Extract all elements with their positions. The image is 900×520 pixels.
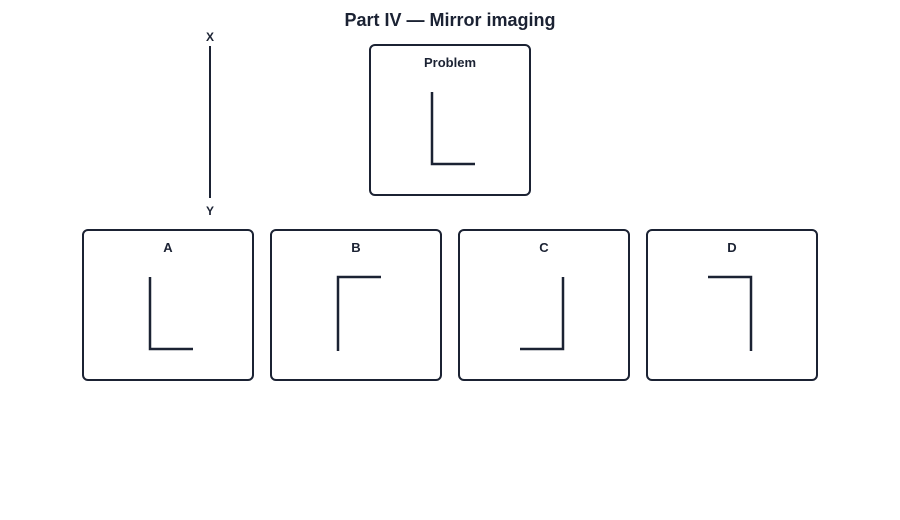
option-d-card[interactable]: D xyxy=(646,229,818,381)
option-a-label: A xyxy=(163,240,173,255)
option-d-label: D xyxy=(727,240,737,255)
option-b-label: B xyxy=(351,240,361,255)
option-a-figure-l-shape xyxy=(148,277,193,351)
option-b-card[interactable]: B xyxy=(270,229,442,381)
option-d-figure-rotated-l-shape xyxy=(708,275,753,351)
option-c-label: C xyxy=(539,240,549,255)
option-b-figure-flipped-l-shape xyxy=(336,275,381,351)
option-c-card[interactable]: C xyxy=(458,229,630,381)
mirror-line xyxy=(209,46,211,198)
option-c-figure-mirrored-l-shape xyxy=(520,277,565,351)
mirror-top-label: X xyxy=(205,30,214,44)
problem-label: Problem xyxy=(423,55,476,70)
option-a-card[interactable]: A xyxy=(82,229,254,381)
page-title: Part IV — Mirror imaging xyxy=(344,10,556,30)
problem-figure-l-shape xyxy=(430,92,475,166)
mirror-bottom-label: Y xyxy=(205,204,214,218)
problem-card: Problem xyxy=(369,44,531,196)
